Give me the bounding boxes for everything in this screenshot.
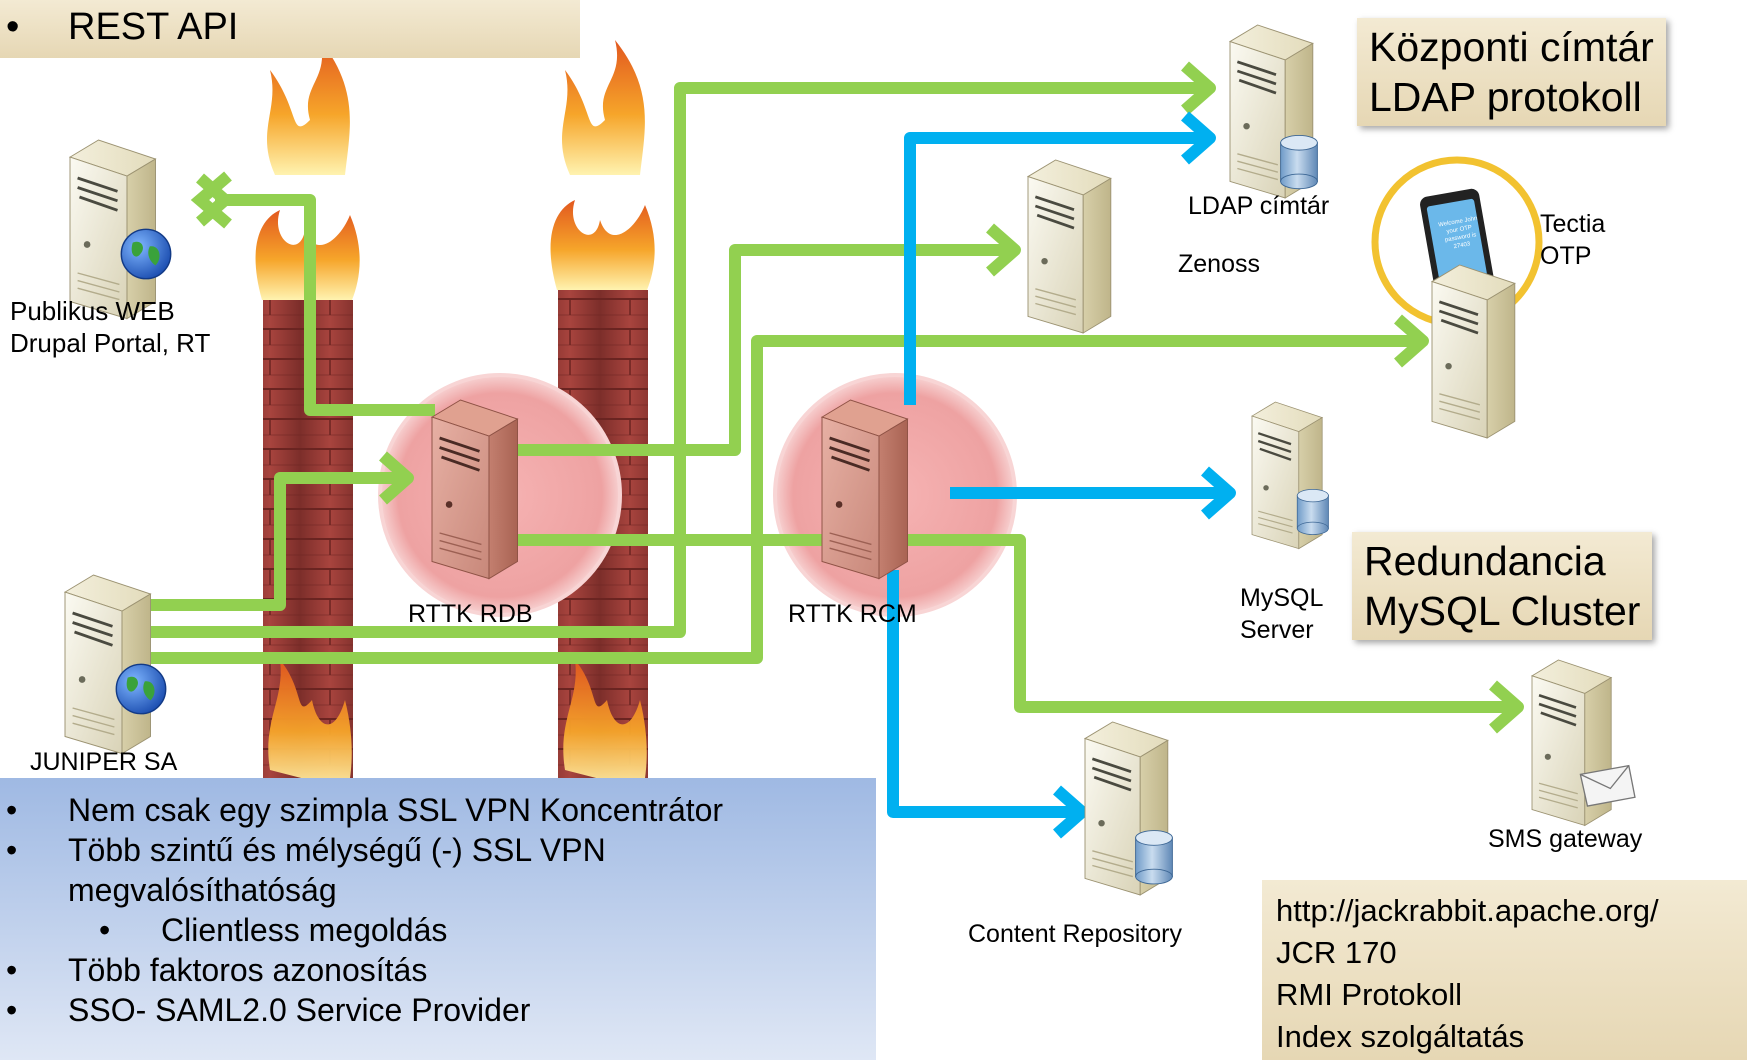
web-server-icon [68, 138, 172, 321]
rcm-to-ldap-link [904, 132, 1208, 405]
rdb-to-sms-link [505, 534, 1515, 713]
jackrabbit-url: http://jackrabbit.apache.org/ [1276, 893, 1659, 928]
ldap-server-icon [1228, 23, 1318, 200]
rdb-server-icon [430, 398, 519, 581]
rcm-label: RTTK RCM [788, 600, 917, 628]
content-repository-label: Content Repository [968, 920, 1183, 948]
zenoss-label: Zenoss [1178, 250, 1260, 278]
jackrabbit-info-box: http://jackrabbit.apache.org/ JCR 170 RM… [1262, 880, 1747, 1060]
web-server-label: Publikus WEB Drupal Portal, RT [10, 296, 211, 358]
mysql-server-icon [1250, 400, 1329, 550]
zenoss-server-icon [1026, 158, 1113, 335]
ldap-callout: Központi címtár LDAP protokoll [1357, 18, 1666, 126]
juniper-label: JUNIPER SA [30, 748, 178, 776]
otp-server-icon [1430, 263, 1517, 440]
blue-links [887, 111, 1236, 839]
rdb-label: RTTK RDB [408, 600, 533, 628]
jackrabbit-line: RMI Protokoll [1276, 977, 1463, 1012]
sms-server-icon [1530, 658, 1636, 827]
tectia-label: Tectia OTP [1540, 210, 1606, 270]
juniper-notes-box: Nem csak egy szimpla SSL VPN Koncentráto… [0, 778, 876, 1060]
juniper-to-rdb-link [145, 472, 405, 611]
note-item: Több szintű és mélységű (-) SSL VPN [6, 830, 723, 870]
note-item: Nem csak egy szimpla SSL VPN Koncentráto… [6, 790, 723, 830]
juniper-to-otp-link [145, 335, 1420, 664]
rest-api-callout: • REST API [0, 0, 580, 58]
content-server-icon [1083, 720, 1173, 897]
sms-label: SMS gateway [1488, 825, 1643, 853]
jackrabbit-line: JCR 170 [1276, 935, 1397, 970]
rest-api-bullet: • [6, 6, 20, 48]
green-links [145, 61, 1524, 734]
rcm-to-content-link [887, 570, 1080, 818]
jackrabbit-line: Index szolgáltatás [1276, 1019, 1525, 1054]
note-item: Több faktoros azonosítás [6, 950, 723, 990]
rdb-to-web-link [215, 194, 435, 416]
note-subitem: Clientless megoldás [99, 910, 723, 950]
rest-api-text: REST API [68, 6, 239, 48]
rdb-to-zenoss-link [505, 244, 1015, 456]
ldap-label: LDAP címtár [1188, 192, 1330, 220]
redundancy-callout: Redundancia MySQL Cluster [1352, 532, 1653, 640]
juniper-to-ldap-link [145, 82, 1208, 638]
mysql-label: MySQL Server [1240, 584, 1324, 644]
juniper-server-icon [63, 573, 167, 756]
note-item-continuation: megvalósíthatóság [68, 872, 337, 908]
rcm-server-icon [820, 398, 909, 581]
notes-list: Nem csak egy szimpla SSL VPN Koncentráto… [6, 790, 723, 1030]
note-item: SSO- SAML2.0 Service Provider [6, 990, 723, 1030]
